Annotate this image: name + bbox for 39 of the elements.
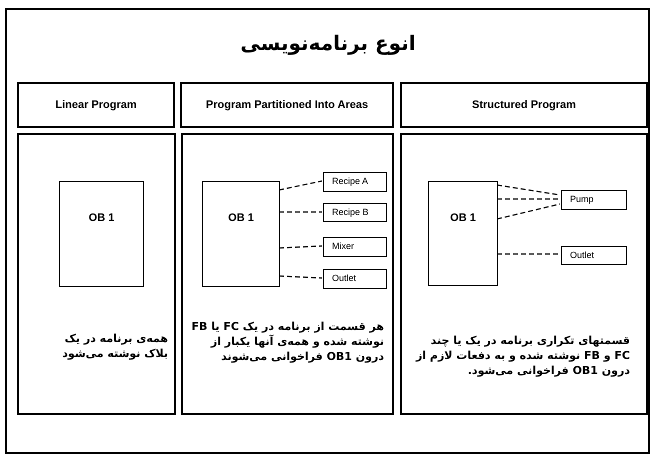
- function-block: [323, 172, 387, 192]
- column-header: [400, 82, 648, 128]
- dashed-connector: [497, 198, 560, 200]
- block-label: Outlet: [570, 248, 594, 262]
- program-block: [202, 181, 280, 287]
- block-label: OB 1: [449, 211, 477, 226]
- function-block: [561, 246, 627, 265]
- block-label: Recipe B: [332, 206, 369, 219]
- description-text: همه‌ی برنامه در یک بلاک نوشته می‌شود: [61, 331, 168, 361]
- column-panel: [181, 133, 394, 415]
- block-label: Mixer: [332, 240, 354, 254]
- block-label: OB 1: [88, 211, 116, 226]
- function-block: [323, 203, 387, 222]
- dashed-connector: [497, 253, 560, 255]
- block-label: Outlet: [332, 272, 356, 286]
- block-label: Recipe A: [332, 175, 368, 188]
- column-header: [17, 82, 175, 128]
- function-block: [561, 190, 627, 210]
- diagram-title: انوع برنامه‌نویسی: [239, 30, 417, 57]
- column-title: Linear Program: [55, 98, 137, 113]
- block-label: OB 1: [227, 211, 255, 226]
- column-header: [180, 82, 394, 128]
- dashed-connector: [278, 245, 322, 249]
- dashed-connector: [279, 211, 322, 213]
- dashed-connector: [496, 203, 560, 220]
- program-block: [59, 181, 144, 287]
- dashed-connector: [278, 180, 322, 191]
- column-panel: [400, 133, 648, 415]
- dashed-connector: [496, 184, 560, 196]
- function-block: [323, 269, 387, 289]
- program-block: [428, 181, 498, 286]
- dashed-connector: [278, 275, 322, 279]
- column-title: Program Partitioned Into Areas: [206, 98, 368, 113]
- column-panel: [17, 133, 176, 415]
- function-block: [323, 237, 387, 257]
- block-label: Pump: [570, 193, 594, 206]
- description-text: هر قسمت از برنامه در یک FC یا FB نوشته شده و همه‌ی آنها یکبار از درون OB1 فراخوانی می‌شوند: [191, 319, 384, 364]
- column-title: Structured Program: [472, 98, 576, 113]
- description-text: قسمتهای تکراری برنامه در یک یا چند FC و FB نوشته شده و به دفعات لازم از درون OB1 فراخوانی می‌شود.: [414, 333, 630, 378]
